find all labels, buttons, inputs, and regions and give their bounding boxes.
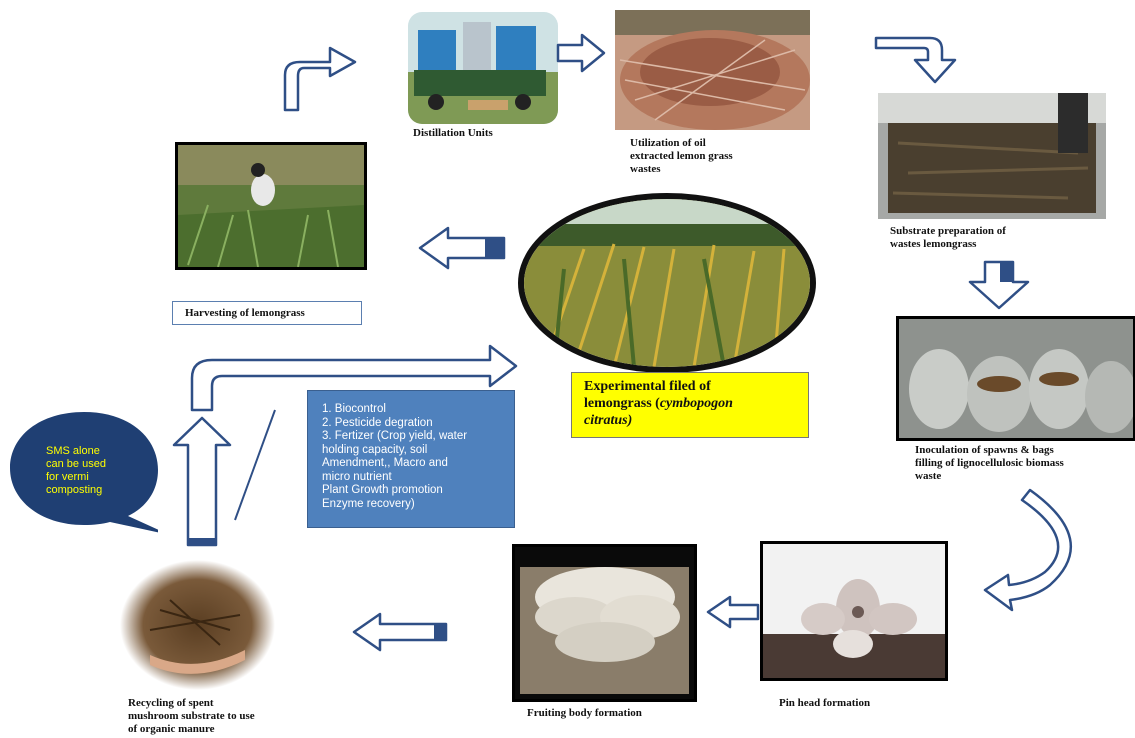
arrow-waste-to-substrate (874, 36, 957, 84)
uses-box: 1. Biocontrol 2. Pesticide degration 3. … (307, 390, 515, 528)
caption-utilization: Utilization of oil extracted lemon grass… (630, 137, 733, 175)
arrow-inoculation-to-pinhead (983, 488, 1073, 612)
caption-pinhead: Pin head formation (779, 697, 871, 709)
substrate-preparation-photo (878, 93, 1106, 219)
caption-distillation: Distillation Units (413, 127, 493, 139)
experimental-field-label: Experimental filed of lemongrass (cymbop… (571, 372, 809, 438)
bubble-text: SMS alone can be used for vermi composti… (46, 445, 106, 496)
caption-substrate: Substrate preparation of wastes lemongra… (890, 225, 1006, 250)
pin-head-photo (760, 541, 948, 681)
experimental-field-photo (518, 193, 816, 373)
caption-inoculation: Inoculation of spawns & bags filling of … (915, 444, 1064, 482)
arrow-distillation-to-waste (556, 33, 606, 73)
spent-substrate-photo (120, 560, 275, 690)
caption-recycling: Recycling of spent mushroom substrate to… (128, 697, 255, 735)
fruiting-body-photo (512, 544, 697, 702)
harvesting-photo (175, 142, 367, 270)
arrow-fruiting-to-recycling (352, 612, 448, 652)
lemongrass-waste-photo (615, 10, 810, 130)
arrow-substrate-to-inoculation (968, 260, 1030, 310)
arrow-harvest-to-distillation (283, 46, 357, 112)
distillation-units-photo (408, 12, 558, 124)
caption-harvesting: Harvesting of lemongrass (172, 301, 362, 325)
arrow-pinhead-to-fruiting (706, 595, 760, 629)
inoculation-bags-photo (896, 316, 1135, 441)
arrow-recycling-up (172, 416, 232, 547)
caption-fruiting: Fruiting body formation (527, 707, 642, 719)
sms-speech-bubble: SMS alone can be used for vermi composti… (10, 410, 158, 535)
arrow-field-to-harvesting (418, 226, 506, 270)
